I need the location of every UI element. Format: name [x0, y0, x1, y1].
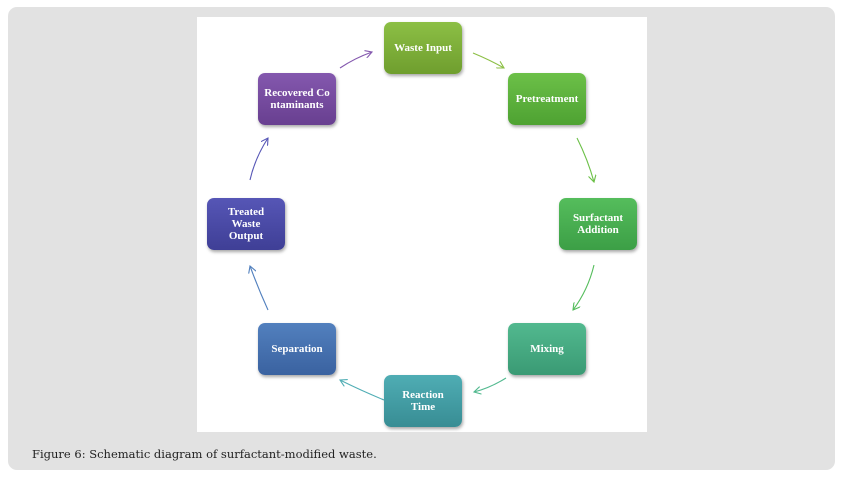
figure-caption: Figure 6: Schematic diagram of surfactan…: [32, 447, 377, 461]
flow-arrow-7: [249, 138, 268, 181]
node-label: Mixing: [530, 343, 564, 355]
node-label: Waste Input: [394, 42, 452, 54]
node-separation: Separation: [258, 323, 336, 375]
node-label: Surfactant Addition: [572, 212, 624, 236]
node-mixing: Mixing: [508, 323, 586, 375]
flow-arrow-5: [340, 380, 385, 401]
node-label: Pretreatment: [515, 93, 579, 105]
node-label: Treated Waste Output: [227, 206, 265, 242]
node-treated-waste-output: Treated Waste Output: [207, 198, 285, 250]
node-pretreatment: Pretreatment: [508, 73, 586, 125]
node-recovered-contaminants: Recovered Contaminants: [258, 73, 336, 125]
flow-arrow-4: [474, 377, 507, 392]
flow-arrow-2: [576, 137, 594, 182]
flow-arrow-8: [339, 52, 372, 69]
node-label: Recovered Contaminants: [264, 87, 330, 111]
node-label: Separation: [271, 343, 323, 355]
node-surfactant-addition: Surfactant Addition: [559, 198, 637, 250]
node-reaction-time: Reaction Time: [384, 375, 462, 427]
node-waste-input: Waste Input: [384, 22, 462, 74]
flow-arrow-3: [573, 264, 595, 310]
flow-arrow-6: [250, 266, 269, 311]
flow-arrow-1: [472, 52, 504, 68]
node-label: Reaction Time: [402, 389, 444, 413]
